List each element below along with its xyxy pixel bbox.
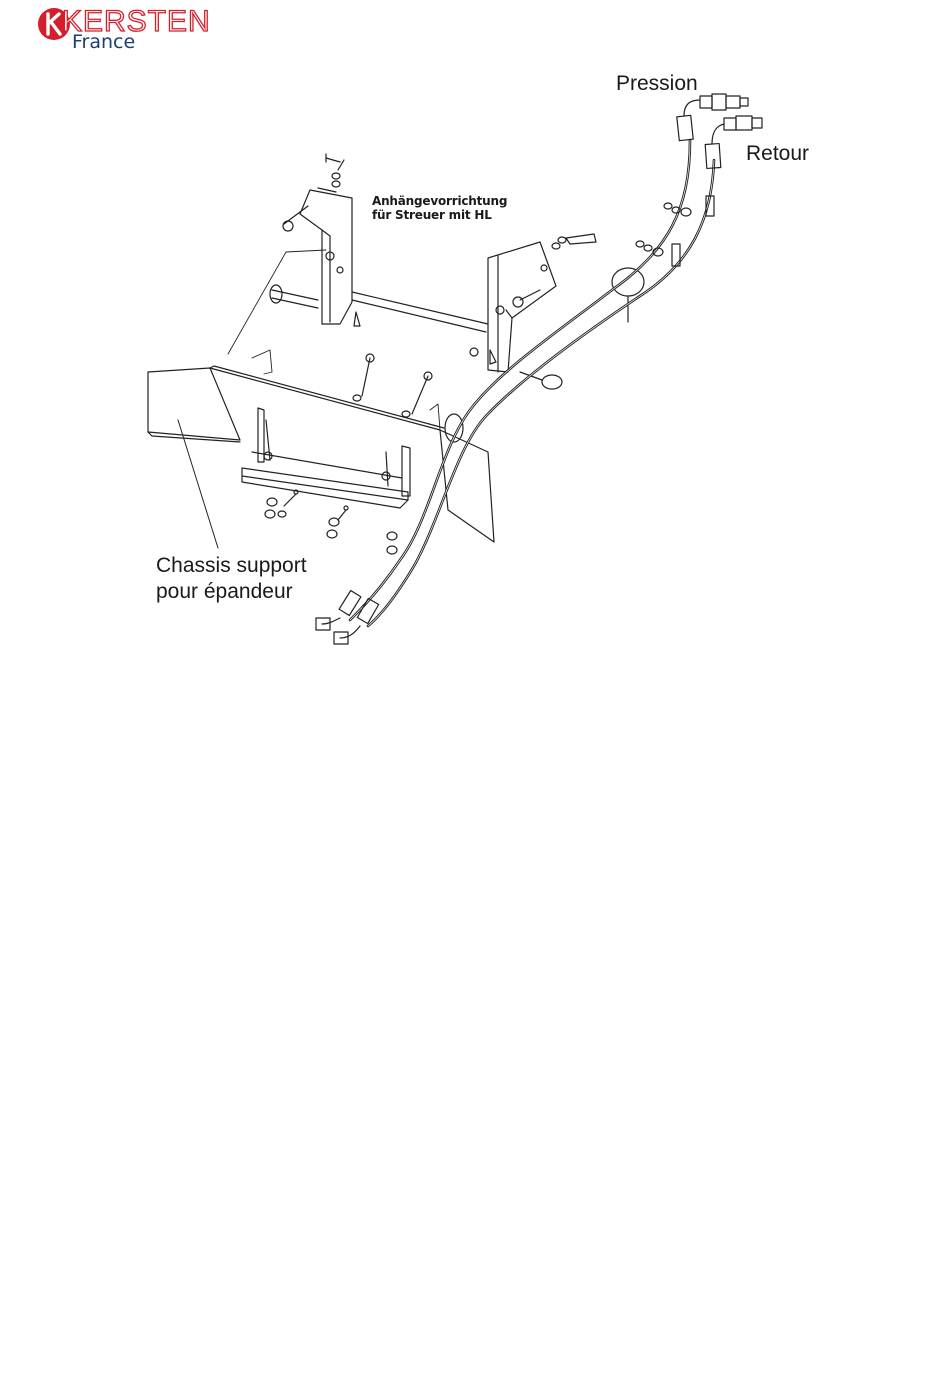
bottom-couplings <box>316 590 379 644</box>
label-attachment-line1: Anhängevorrichtung <box>372 194 507 208</box>
label-chassis-line1: Chassis support <box>156 554 307 578</box>
right-bracket <box>470 234 596 389</box>
guide-lines <box>228 250 440 430</box>
left-bracket <box>270 154 360 326</box>
label-attachment-line2: für Streuer mit HL <box>372 208 492 222</box>
label-retour: Retour <box>746 142 809 166</box>
top-couplings <box>636 94 762 266</box>
label-pression: Pression <box>616 72 698 96</box>
base-frame <box>242 408 410 510</box>
label-chassis-line2: pour épandeur <box>156 580 293 604</box>
cross-bar <box>352 292 488 332</box>
bolts <box>265 354 432 554</box>
chassis-plate <box>148 366 494 542</box>
assembly-diagram <box>0 0 950 700</box>
